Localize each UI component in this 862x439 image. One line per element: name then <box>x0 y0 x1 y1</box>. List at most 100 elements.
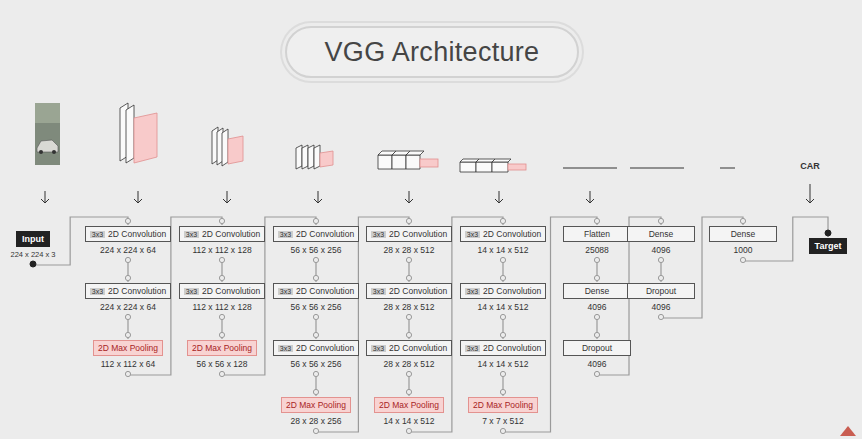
pool-map <box>420 159 438 167</box>
layer-label: 2D Convolution <box>202 229 260 239</box>
connector <box>500 314 505 339</box>
shape-size: 14 x 14 x 512 <box>477 245 528 255</box>
joint-dot <box>125 371 130 376</box>
conv-box: 3x32D Convolution <box>366 340 452 356</box>
image-sky <box>35 103 60 123</box>
connector <box>219 257 224 282</box>
layer-node: 2D Max Pooling14 x 14 x 512 <box>374 397 444 426</box>
pool-box: 2D Max Pooling <box>93 340 163 356</box>
conv-box: 3x32D Convolution <box>460 226 546 242</box>
shape-size: 28 x 28 x 512 <box>383 359 434 369</box>
joint-dot <box>594 275 599 280</box>
shape-size: 56 x 56 x 256 <box>290 359 341 369</box>
layer-label: Target <box>815 241 842 251</box>
connector <box>500 257 505 282</box>
connector <box>406 371 411 396</box>
conv-box: 3x32D Convolution <box>85 283 171 299</box>
joint-dot <box>313 371 318 376</box>
layer-node: 3x32D Convolution112 x 112 x 128 <box>179 283 265 312</box>
pool-map <box>508 164 526 170</box>
connector <box>313 257 318 282</box>
car-wheel <box>39 150 43 154</box>
layer-label: 2D Convolution <box>296 343 354 353</box>
dense-bar <box>630 168 684 169</box>
kernel-badge: 3x3 <box>184 231 199 238</box>
layer-label: 2D Max Pooling <box>192 343 252 353</box>
joint-dot <box>500 332 505 337</box>
down-arrow <box>223 191 231 203</box>
dense-box: Dense <box>709 226 777 242</box>
feature-map <box>126 105 134 163</box>
down-arrow <box>586 191 594 203</box>
shape-size: 56 x 56 x 256 <box>290 302 341 312</box>
shape-size: 25088 <box>585 245 609 255</box>
layer-label: 2D Convolution <box>483 286 541 296</box>
kernel-badge: 3x3 <box>465 231 480 238</box>
layer-label: 2D Max Pooling <box>379 400 439 410</box>
feature-map <box>296 145 302 169</box>
joint-dot <box>658 275 663 280</box>
shape-size: 56 x 56 x 256 <box>290 245 341 255</box>
feature-map <box>378 155 392 169</box>
layer-label: Dense <box>649 229 674 239</box>
joint-dot <box>406 275 411 280</box>
joint-dot <box>406 218 411 223</box>
layer-node: 3x32D Convolution 56 x 56 x 256 <box>273 283 359 312</box>
joint-dot <box>500 314 505 319</box>
layer-node: Dropout 4096 <box>563 340 631 369</box>
conv-box: 3x32D Convolution <box>85 226 171 242</box>
layer-node: 3x32D Convolution28 x 28 x 512 <box>366 226 452 255</box>
connector <box>594 314 599 339</box>
shape-size: 112 x 112 x 128 <box>192 245 251 255</box>
layer-label: Dense <box>731 229 756 239</box>
layer-node: 3x32D Convolution 28 x 28 x 512 <box>366 340 452 369</box>
pool-box: 2D Max Pooling <box>187 340 257 356</box>
layer-label: 2D Convolution <box>108 229 166 239</box>
layer-node: 2D Max Pooling56 x 56 x 128 <box>187 340 257 369</box>
kernel-badge: 3x3 <box>371 345 386 352</box>
feature-map <box>308 145 314 169</box>
layer-label: 2D Convolution <box>483 229 541 239</box>
joint-dot <box>406 332 411 337</box>
shape-size: 112 x 112 x 128 <box>192 302 251 312</box>
joint-dot <box>594 332 599 337</box>
joint-dot <box>658 257 663 262</box>
feature-map <box>314 145 320 169</box>
shape-size: 224 x 224 x 64 <box>100 302 156 312</box>
shape-size: 14 x 14 x 512 <box>477 302 528 312</box>
conv-box: 3x32D Convolution <box>179 226 265 242</box>
layer-label: Dropout <box>646 286 676 296</box>
dense-box: Dropout <box>563 340 631 356</box>
pool-box: 2D Max Pooling <box>374 397 444 413</box>
joint-dot <box>125 218 130 223</box>
feature-map <box>492 162 508 172</box>
connector <box>500 371 505 396</box>
joint-dot <box>219 257 224 262</box>
kernel-badge: 3x3 <box>90 231 105 238</box>
feature-map <box>460 162 476 172</box>
down-arrow <box>134 191 142 203</box>
joint-dot <box>740 218 745 223</box>
layer-node: Dropout4096 <box>627 283 695 312</box>
shape-size: 28 x 28 x 512 <box>383 302 434 312</box>
shape-size: 4096 <box>652 245 671 255</box>
shape-size: 28 x 28 x 512 <box>383 245 434 255</box>
layer-label: 2D Convolution <box>389 343 447 353</box>
joint-dot <box>500 257 505 262</box>
layer-stack <box>296 145 333 169</box>
shape-size: 4096 <box>588 359 607 369</box>
kernel-badge: 3x3 <box>371 288 386 295</box>
joint-dot <box>313 332 318 337</box>
conv-box: 3x32D Convolution <box>273 340 359 356</box>
layer-node: 3x32D Convolution 224 x 224 x 64 <box>85 283 171 312</box>
down-arrow <box>806 184 814 203</box>
feature-map <box>222 129 228 166</box>
joint-dot <box>219 371 224 376</box>
layer-node: 3x32D Convolution 14 x 14 x 512 <box>460 226 546 255</box>
layer-node: 3x32D Convolution56 x 56 x 256 <box>273 226 359 255</box>
joint-dot <box>406 257 411 262</box>
layer-label: 2D Convolution <box>108 286 166 296</box>
joint-dot <box>313 314 318 319</box>
conv-box: 3x32D Convolution <box>273 283 359 299</box>
